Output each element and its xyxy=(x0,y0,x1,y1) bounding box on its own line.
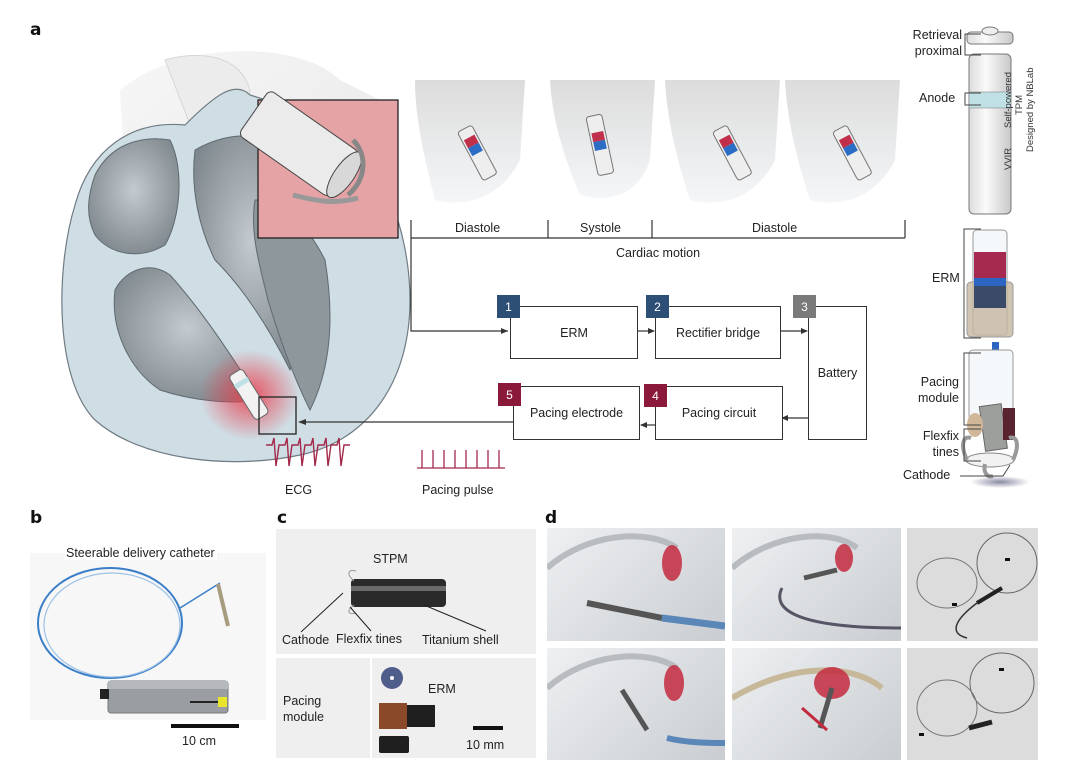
phantom-photo-2 xyxy=(732,528,901,641)
step-badge-2: 2 xyxy=(646,295,669,318)
callout-titanium-shell: Titanium shell xyxy=(422,633,499,647)
catheter-title: Steerable delivery catheter xyxy=(64,546,217,560)
panel-label-a: a xyxy=(30,20,42,40)
label-pacing-line1: Pacing xyxy=(920,375,959,389)
exploded-view-brackets xyxy=(960,33,1011,477)
block-battery-label: Battery xyxy=(817,366,858,380)
callout-flexfix-tines: Flexfix tines xyxy=(336,632,402,646)
step-badge-1: 1 xyxy=(497,295,520,318)
block-rectifier-label: Rectifier bridge xyxy=(675,325,761,340)
catheter-drawing xyxy=(37,567,230,714)
step-badge-5: 5 xyxy=(498,383,521,406)
phantom-photo-3 xyxy=(547,648,725,760)
scale-bar-10mm-label: 10 mm xyxy=(466,738,505,752)
label-anode: Anode xyxy=(919,91,956,105)
cardiac-motion-timeline xyxy=(298,220,906,428)
phase-diastole-1: Diastole xyxy=(455,221,501,235)
catheter-photo xyxy=(30,553,266,720)
pacing-module-label: Pacing module xyxy=(283,694,324,724)
magnet-north: N xyxy=(1026,263,1034,275)
phantom-photo-4 xyxy=(732,648,901,760)
phantom-photo-1 xyxy=(547,528,725,641)
fluoroscopy-photo-1 xyxy=(907,528,1038,641)
erm-drawing xyxy=(379,667,435,753)
phase-systole: Systole xyxy=(580,221,621,235)
label-pacing-module: Pacing module xyxy=(911,374,959,406)
label-cathode: Cathode xyxy=(903,468,951,482)
erm-photo xyxy=(372,658,536,758)
scale-bar-10mm xyxy=(473,726,503,730)
pacing-module-photo xyxy=(276,658,370,758)
label-flexfix-tines: Flexfix tines xyxy=(913,428,959,460)
block-erm: ERM xyxy=(510,306,638,359)
label-retrieval-line2: proximal xyxy=(914,44,962,58)
phase-diastole-2: Diastole xyxy=(752,221,798,235)
label-flexfix-line2: tines xyxy=(932,445,959,459)
label-pacing-line2: module xyxy=(918,391,959,405)
block-erm-label: ERM xyxy=(560,325,588,340)
step-badge-4: 4 xyxy=(644,384,667,407)
cardiac-motion-frames xyxy=(415,80,900,203)
block-pacing-circuit: Pacing circuit xyxy=(655,386,783,440)
stpm-photo xyxy=(276,529,536,654)
scale-bar-10cm xyxy=(171,724,239,728)
device-inset-zoom xyxy=(239,91,399,239)
label-flexfix-line1: Flexfix xyxy=(922,429,959,443)
fluoroscopy-photo-2 xyxy=(907,648,1038,760)
step-badge-3: 3 xyxy=(793,295,816,318)
magnet-south: S xyxy=(1026,290,1034,302)
pacing-pulse-label: Pacing pulse xyxy=(422,483,494,497)
label-retrieval-proximal: Retrieval proximal xyxy=(907,27,962,59)
panel-label-d: d xyxy=(545,508,558,528)
panel-label-c: c xyxy=(277,508,288,528)
stpm-drawing xyxy=(300,570,487,633)
cardiac-motion-label: Cardiac motion xyxy=(616,246,701,260)
label-retrieval-line1: Retrieval xyxy=(912,28,962,42)
callout-cathode: Cathode xyxy=(282,633,330,647)
scale-bar-10cm-label: 10 cm xyxy=(182,734,217,748)
exploded-device-view xyxy=(961,26,1030,488)
block-battery: Battery xyxy=(808,306,867,440)
block-pacing-circuit-label: Pacing circuit xyxy=(681,406,757,420)
erm-photo-label: ERM xyxy=(428,682,456,696)
block-pacing-electrode-label: Pacing electrode xyxy=(529,406,624,420)
stpm-label: STPM xyxy=(373,552,408,566)
block-pacing-electrode: Pacing electrode xyxy=(513,386,640,440)
panel-label-b: b xyxy=(30,508,43,528)
ecg-label: ECG xyxy=(285,483,313,497)
block-rectifier-bridge: Rectifier bridge xyxy=(655,306,781,359)
label-erm: ERM xyxy=(932,271,960,285)
